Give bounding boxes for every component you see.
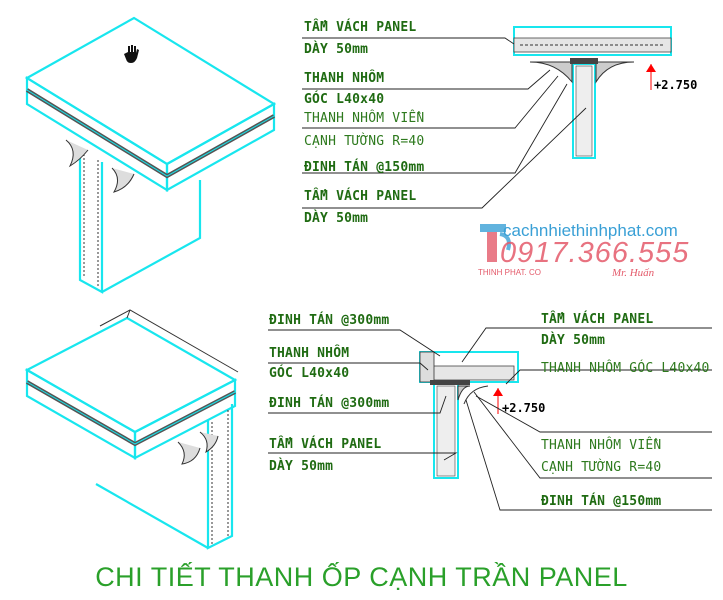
label-thickness-2: DÀY 50mm [304,211,369,226]
label-panel-wall: TẤM VÁCH PANEL [304,20,417,35]
elevation-bottom: +2.750 [502,401,546,415]
section-bottom-leaders [268,327,712,511]
drawing-title: CHI TIẾT THANH ỐP CẠNH TRẦN PANEL [95,562,628,592]
label-thickness: DÀY 50mm [304,42,369,57]
label-panel-wall-b: TẤM VÁCH PANEL [269,437,382,452]
iso-bottom [24,316,238,550]
label-rivet: ĐINH TÁN @150mm [304,160,425,175]
label-panel-wall-r: TẤM VÁCH PANEL [541,312,654,327]
label-wall-edge-r: CẠNH TƯỜNG R=40 [541,460,662,475]
label-rivet-top: ĐINH TÁN @300mm [269,313,390,328]
section-bottom [419,351,519,479]
label-wall-edge: CẠNH TƯỜNG R=40 [304,134,425,149]
watermark-name: Mr. Huấn [612,267,655,279]
elevation-top: +2.750 [654,78,698,92]
label-rivet-r: ĐINH TÁN @150mm [541,494,662,509]
label-edge-bar: THANH NHÔM VIỀN [304,111,425,126]
section-top-leaders [302,37,587,209]
label-angle: GÓC L40x40 [304,92,385,107]
watermark-site: cachnhiethinhphat.com [503,221,678,240]
hand-cursor-icon [124,45,139,63]
label-rivet-mid: ĐINH TÁN @300mm [269,396,390,411]
watermark-phone: 0917.366.555 [500,237,690,269]
label-angle-b: GÓC L40x40 [269,366,350,381]
label-thickness-b: DÀY 50mm [269,459,334,474]
label-thickness-r: DÀY 50mm [541,333,606,348]
label-edge-bar-r: THANH NHÔM VIỀN [541,438,662,453]
watermark-logo-icon [480,224,511,262]
label-al-bar: THANH NHÔM [304,71,385,86]
watermark-brand: THINH PHAT. CO [478,268,541,277]
iso-top [24,16,277,294]
label-panel-wall-2: TẤM VÁCH PANEL [304,189,417,204]
label-angle-bar-r: THANH NHÔM GÓC L40x40 [541,361,710,376]
iso-top-details [65,139,135,286]
label-al-bar-b: THANH NHÔM [269,346,350,361]
section-top [513,26,672,159]
iso-bottom-details [99,309,239,544]
